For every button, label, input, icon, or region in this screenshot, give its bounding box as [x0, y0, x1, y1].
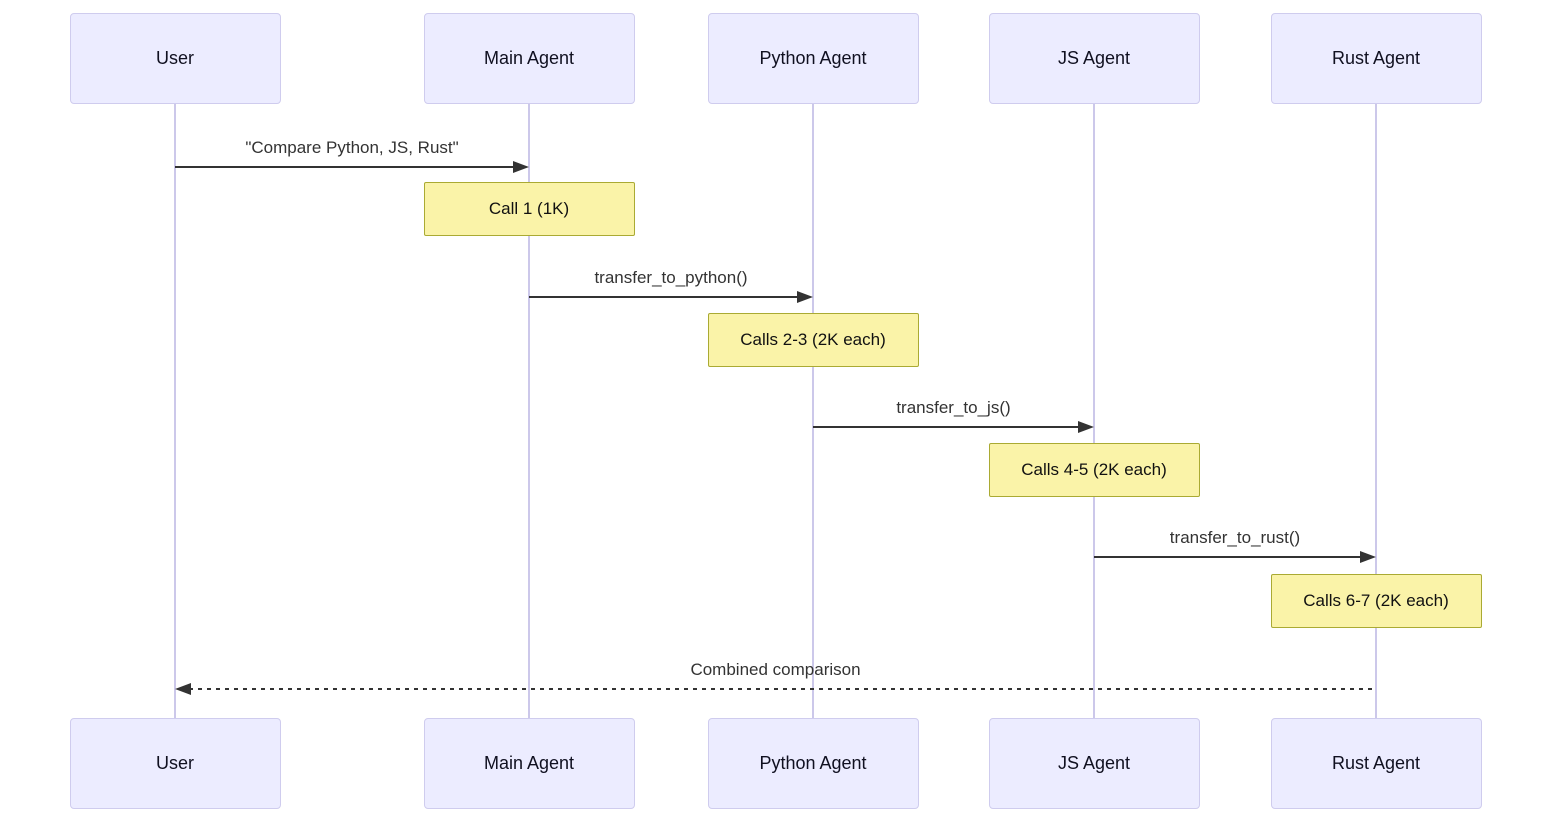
actor-label: Main Agent: [483, 48, 575, 68]
arrowhead-icon: [1078, 421, 1094, 433]
arrowhead-icon: [1360, 551, 1376, 563]
note-box: Calls 4-5 (2K each): [988, 443, 1200, 497]
arrowhead-icon: [797, 291, 813, 303]
actor-label: Main Agent: [483, 753, 575, 773]
arrowhead-icon: [175, 683, 191, 695]
actor-python-agent-top: Python Agent: [707, 13, 919, 104]
note-label: Calls 4-5 (2K each): [1021, 460, 1167, 479]
actor-main-agent-bottom: Main Agent: [423, 718, 635, 809]
actor-main-agent-top: Main Agent: [423, 13, 635, 104]
message-label: "Compare Python, JS, Rust": [245, 138, 459, 157]
note-label: Calls 2-3 (2K each): [740, 330, 886, 349]
actor-js-agent-top: JS Agent: [988, 13, 1200, 104]
actor-label: JS Agent: [1057, 48, 1131, 68]
lifeline-rust-agent: [1375, 104, 1377, 718]
arrowhead-icon: [513, 161, 529, 173]
actor-label: Rust Agent: [1331, 753, 1421, 773]
actor-user-top: User: [69, 13, 281, 104]
message-line: [175, 166, 515, 168]
message-line: [189, 688, 1376, 690]
note-box: Calls 2-3 (2K each): [707, 313, 919, 367]
actor-label: Python Agent: [759, 48, 867, 68]
lifeline-main-agent: [528, 104, 530, 718]
lifeline-user: [174, 104, 176, 718]
message-label: transfer_to_python(): [594, 268, 748, 287]
actor-label: Rust Agent: [1331, 48, 1421, 68]
actor-label: User: [155, 48, 194, 68]
note-label: Call 1 (1K): [488, 199, 570, 218]
message-label: transfer_to_rust(): [1169, 528, 1301, 547]
lifeline-python-agent: [812, 104, 814, 718]
message-line: [813, 426, 1080, 428]
actor-label: User: [155, 753, 194, 773]
note-box: Call 1 (1K): [423, 182, 635, 236]
actor-rust-agent-bottom: Rust Agent: [1270, 718, 1482, 809]
lifeline-js-agent: [1093, 104, 1095, 718]
actor-user-bottom: User: [69, 718, 281, 809]
note-box: Calls 6-7 (2K each): [1270, 574, 1482, 628]
actor-js-agent-bottom: JS Agent: [988, 718, 1200, 809]
message-label: Combined comparison: [690, 660, 861, 679]
message-line: [529, 296, 799, 298]
note-label: Calls 6-7 (2K each): [1303, 591, 1449, 610]
actor-python-agent-bottom: Python Agent: [707, 718, 919, 809]
actor-label: JS Agent: [1057, 753, 1131, 773]
message-line: [1094, 556, 1362, 558]
message-label: transfer_to_js(): [896, 398, 1011, 417]
actor-label: Python Agent: [759, 753, 867, 773]
actor-rust-agent-top: Rust Agent: [1270, 13, 1482, 104]
